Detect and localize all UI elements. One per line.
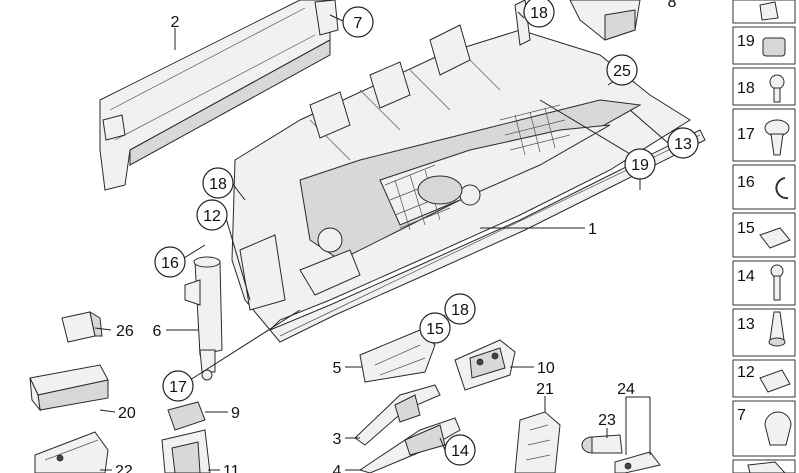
- callout-8: 8: [668, 0, 677, 11]
- leader-lines: [94, 11, 669, 471]
- callout-9: 9: [231, 405, 240, 422]
- callouts: 2 7 18 8 25 13 19 18 12 16 1 26 6 18 15 …: [115, 0, 699, 473]
- side-label-12: 12: [737, 364, 755, 381]
- side-label-18: 18: [737, 80, 755, 97]
- part-11-frame: [161, 429, 211, 473]
- callout-24: 24: [617, 381, 635, 398]
- callout-2: 2: [171, 14, 180, 31]
- part-5-bracket: [359, 329, 436, 383]
- part-6-damper: [184, 256, 223, 381]
- side-label-19: 19: [737, 33, 755, 50]
- callout-16: 16: [161, 255, 179, 272]
- callout-14: 14: [451, 443, 469, 460]
- part-10-lock: [454, 339, 516, 391]
- side-label-7: 7: [737, 407, 746, 424]
- callout-6: 6: [153, 323, 162, 340]
- housing-grid: [384, 104, 571, 231]
- part-20-cover: [29, 364, 109, 412]
- side-label-13: 13: [737, 316, 755, 333]
- side-label-14: 14: [737, 268, 755, 285]
- callout-5: 5: [333, 360, 342, 377]
- part-8-cap: [569, 0, 641, 41]
- callout-26: 26: [116, 323, 134, 340]
- callout-17: 17: [169, 379, 187, 396]
- part-26-plug: [61, 310, 103, 343]
- callout-18-mid: 18: [451, 302, 469, 319]
- side-label-15: 15: [737, 220, 755, 237]
- callout-20: 20: [118, 405, 136, 422]
- callout-1: 1: [588, 221, 597, 238]
- callout-22: 22: [115, 463, 133, 473]
- callout-11: 11: [223, 463, 240, 473]
- part-24-key-set: [614, 451, 661, 473]
- part-22-bracket: [34, 431, 109, 473]
- part-21-key: [514, 411, 561, 473]
- part-9-small-cover: [167, 401, 206, 431]
- callout-25: 25: [613, 63, 631, 80]
- part-4-latch: [358, 417, 461, 473]
- part-23-lock-cylinder: [581, 434, 623, 454]
- part-2-trim-panel: [99, 0, 339, 191]
- callout-19: 19: [631, 157, 649, 174]
- callout-18-left: 18: [209, 176, 227, 193]
- part-3-handle: [354, 384, 441, 446]
- callout-23: 23: [598, 412, 616, 429]
- callout-13: 13: [674, 136, 692, 153]
- side-label-17: 17: [737, 126, 755, 143]
- callout-10: 10: [537, 360, 555, 377]
- callout-21: 21: [536, 381, 554, 398]
- side-parts-panel: 19 18 17 16 15 14 13 12 7: [732, 0, 796, 473]
- callout-7: 7: [354, 15, 363, 32]
- callout-15: 15: [426, 321, 444, 338]
- callout-4: 4: [333, 463, 342, 473]
- callout-12: 12: [203, 208, 221, 225]
- side-label-16: 16: [737, 174, 755, 191]
- callout-18-top: 18: [530, 5, 548, 22]
- callout-3: 3: [333, 431, 342, 448]
- part-1-glovebox-housing: [231, 24, 706, 343]
